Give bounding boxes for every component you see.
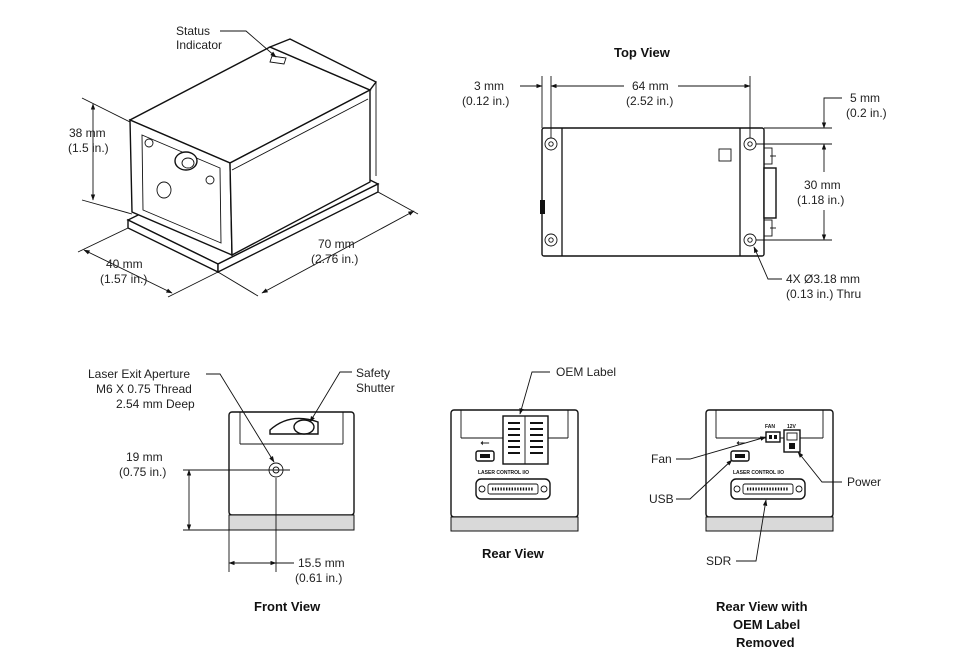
rear-removed-panel-text: LASER CONTROL I/O — [733, 470, 784, 476]
front-height-mm: 19 mm — [126, 450, 163, 464]
iso-length-mm: 70 mm — [318, 237, 355, 251]
volt-tag: 12V — [787, 424, 797, 430]
usb-label: USB — [649, 492, 674, 506]
aperture-callout: Laser Exit Aperture M6 X 0.75 Thread 2.5… — [88, 367, 275, 463]
front-width-dimension: 15.5 mm (0.61 in.) — [228, 478, 345, 585]
top-view-title: Top View — [614, 45, 671, 60]
rear-removed-body: FAN 12V ⭠ LASER CONTROL I/O — [705, 409, 834, 532]
aperture-line-3: 2.54 mm Deep — [116, 397, 195, 411]
aperture-line-2: M6 X 0.75 Thread — [96, 382, 192, 396]
power-label: Power — [847, 475, 881, 489]
oem-label-callout: OEM Label — [519, 365, 616, 415]
front-height-dimension: 19 mm (0.75 in.) — [119, 450, 290, 531]
sdr-label: SDR — [706, 554, 732, 568]
iso-length-in: (2.76 in.) — [311, 252, 358, 266]
shutter-line-1: Safety — [356, 366, 390, 380]
front-width-in: (0.61 in.) — [295, 571, 342, 585]
front-view-body — [228, 411, 355, 531]
front-view-title: Front View — [254, 599, 321, 614]
top-edge-mm: 3 mm — [474, 79, 504, 93]
rear-removed-title-2: OEM Label — [733, 617, 800, 632]
top-vertical-dimensions: 5 mm (0.2 in.) 30 mm (1.18 in.) — [756, 91, 887, 241]
rear-removed-title-1: Rear View with — [716, 599, 808, 614]
front-view: Laser Exit Aperture M6 X 0.75 Thread 2.5… — [88, 366, 395, 614]
sdr-callout: SDR — [706, 499, 768, 568]
mounting-hole — [544, 233, 558, 247]
fan-tag: FAN — [765, 424, 775, 430]
label-rows — [508, 422, 543, 454]
iso-height-dimension: 38 mm (1.5 in.) — [68, 97, 133, 215]
status-indicator-label: Status Indicator — [176, 24, 277, 58]
front-height-in: (0.75 in.) — [119, 465, 166, 479]
shutter-callout: Safety Shutter — [309, 366, 395, 423]
iso-length-dimension: 70 mm (2.76 in.) — [217, 191, 419, 297]
usb-symbol-icon: ⭠ — [736, 435, 746, 449]
rear-view: ⭠ LASER CONTROL I/O OEM Label Rear View — [450, 365, 616, 561]
usb-icon: ⭠ — [480, 435, 490, 449]
top-pitch-mm: 30 mm — [804, 178, 841, 192]
iso-width-dimension: 40 mm (1.57 in.) — [77, 227, 219, 298]
front-width-mm: 15.5 mm — [298, 556, 345, 570]
status-line-2: Indicator — [176, 38, 222, 52]
rear-view-body: ⭠ LASER CONTROL I/O — [450, 409, 579, 532]
top-span-in: (2.52 in.) — [626, 94, 673, 108]
top-horizontal-dimensions: 3 mm (0.12 in.) 64 mm (2.52 in.) — [462, 76, 751, 138]
top-edge-in: (0.12 in.) — [462, 94, 509, 108]
top-view: Top View — [462, 45, 887, 301]
isometric-view: Status Indicator 38 mm (1.5 in.) 40 mm (… — [68, 24, 419, 298]
aperture-line-1: Laser Exit Aperture — [88, 367, 190, 381]
iso-height-in: (1.5 in.) — [68, 141, 109, 155]
fan-callout: Fan — [651, 436, 767, 466]
rear-view-label-removed: FAN 12V ⭠ LASER CONTROL I/O Fan USB — [649, 409, 881, 650]
top-pitch-in: (1.18 in.) — [797, 193, 844, 207]
fan-label: Fan — [651, 452, 672, 466]
top-view-body — [540, 127, 777, 257]
top-span-mm: 64 mm — [632, 79, 669, 93]
status-line-1: Status — [176, 24, 210, 38]
iso-width-mm: 40 mm — [106, 257, 143, 271]
oem-label-text: OEM Label — [556, 365, 616, 379]
usb-callout: USB — [649, 459, 733, 506]
shutter-line-2: Shutter — [356, 381, 395, 395]
iso-width-in: (1.57 in.) — [100, 272, 147, 286]
hole-callout: 4X Ø3.18 mm (0.13 in.) Thru — [753, 246, 861, 301]
rear-panel-text: LASER CONTROL I/O — [478, 470, 529, 476]
top-offset-in: (0.2 in.) — [846, 106, 887, 120]
iso-height-mm: 38 mm — [69, 126, 106, 140]
rear-removed-title-3: Removed — [736, 635, 795, 650]
hole-size: 4X Ø3.18 mm — [786, 272, 860, 286]
rear-view-title: Rear View — [482, 546, 545, 561]
hole-thru: (0.13 in.) Thru — [786, 287, 861, 301]
top-offset-mm: 5 mm — [850, 91, 880, 105]
iso-body — [126, 38, 380, 274]
power-callout: Power — [797, 451, 881, 489]
